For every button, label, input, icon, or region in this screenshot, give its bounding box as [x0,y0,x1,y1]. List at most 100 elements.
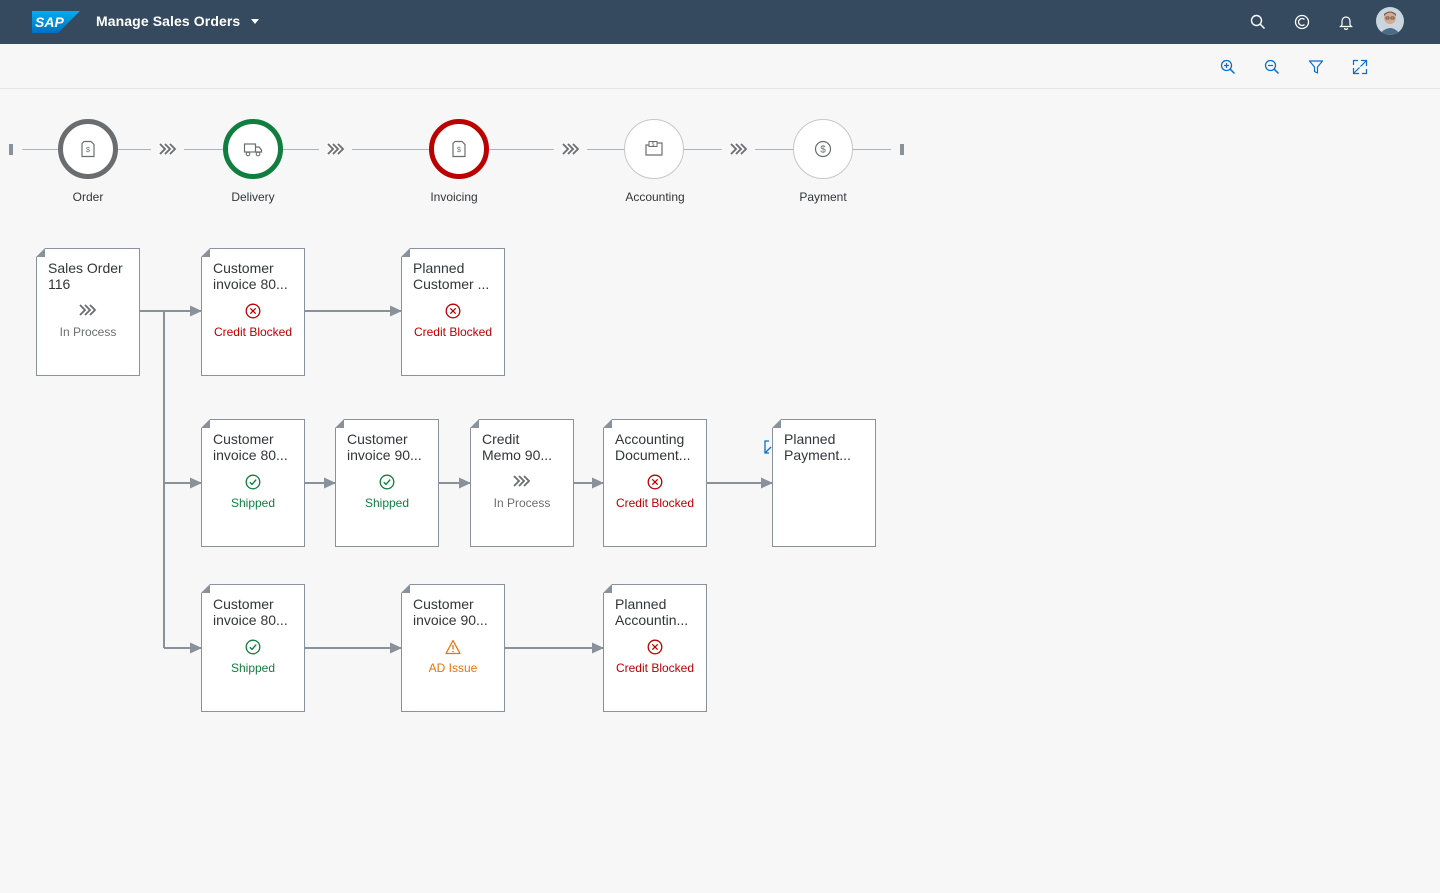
node-status: Credit Blocked [615,661,695,675]
lane-connector [22,149,58,150]
lane-payment[interactable]: $ [793,119,853,179]
shipping-truck-icon [243,143,263,157]
error-icon [202,303,304,319]
node-fold [401,584,410,593]
lane-connector [684,149,722,150]
bell-icon[interactable] [1335,11,1357,33]
chevrons-icon [730,143,748,155]
shell-bar: SAP Manage Sales Orders [0,0,1440,44]
in-process-icon [471,474,573,490]
node-status: AD Issue [428,661,478,675]
node-status: Shipped [230,496,276,510]
lane-end-marker [900,144,904,155]
success-icon [202,474,304,490]
error-icon [604,474,706,490]
warning-icon [402,639,504,655]
filter-icon[interactable] [1305,56,1327,78]
svg-text:SAP: SAP [35,14,64,30]
chevrons-icon [562,143,580,155]
lane-label-accounting: Accounting [625,190,685,204]
lane-label-payment: Payment [799,190,847,204]
chevrons-icon [159,143,177,155]
node-fold [603,584,612,593]
node-status: Credit Blocked [413,325,493,339]
node-fold [470,419,479,428]
node-fold [201,248,210,257]
in-process-icon [37,303,139,319]
sap-logo[interactable]: SAP [32,11,80,33]
error-icon [402,303,504,319]
lane-connector [118,149,151,150]
svg-text:$: $ [457,147,461,154]
lane-connector [587,149,624,150]
lane-label-order: Order [72,190,104,204]
app-title-menu[interactable]: Manage Sales Orders [96,13,260,29]
node-fold [401,248,410,257]
lane-accounting[interactable]: $ [624,119,684,179]
lane-connector [489,149,554,150]
error-icon [604,639,706,655]
node-status: Credit Blocked [213,325,293,339]
node-fold [772,419,781,428]
node-status: Credit Blocked [615,496,695,510]
user-avatar[interactable] [1376,7,1404,35]
search-icon[interactable] [1247,11,1269,33]
node-fold [201,419,210,428]
app-title: Manage Sales Orders [96,13,241,29]
lane-connector [352,149,429,150]
node-fold [36,248,45,257]
invoice-document-icon: $ [452,140,466,158]
svg-text:$: $ [652,142,655,148]
process-flow-toolbar [0,44,1440,89]
zoom-in-icon[interactable] [1217,56,1239,78]
node-fold [335,419,344,428]
zoom-out-icon[interactable] [1261,56,1283,78]
node-status: Shipped [230,661,276,675]
lane-connector [184,149,223,150]
node-status: Shipped [364,496,410,510]
co-pilot-icon[interactable] [1291,11,1313,33]
caret-down-icon [251,19,260,24]
lane-order[interactable]: $ [58,119,118,179]
lane-connector [755,149,793,150]
chevrons-icon [327,143,345,155]
dollar-icon: $ [814,140,832,158]
node-status: In Process [59,325,117,339]
node-status: In Process [493,496,551,510]
success-icon [336,474,438,490]
lane-connector [853,149,891,150]
lane-start-marker [9,144,13,155]
success-icon [202,639,304,655]
fullscreen-icon[interactable] [1349,56,1371,78]
lane-delivery[interactable] [223,119,283,179]
svg-text:$: $ [820,145,826,156]
lane-invoicing[interactable]: $ [429,119,489,179]
accounting-folder-icon: $ [645,141,663,156]
lane-connector [283,149,319,150]
node-fold [603,419,612,428]
svg-text:$: $ [86,147,90,154]
node-fold [201,584,210,593]
